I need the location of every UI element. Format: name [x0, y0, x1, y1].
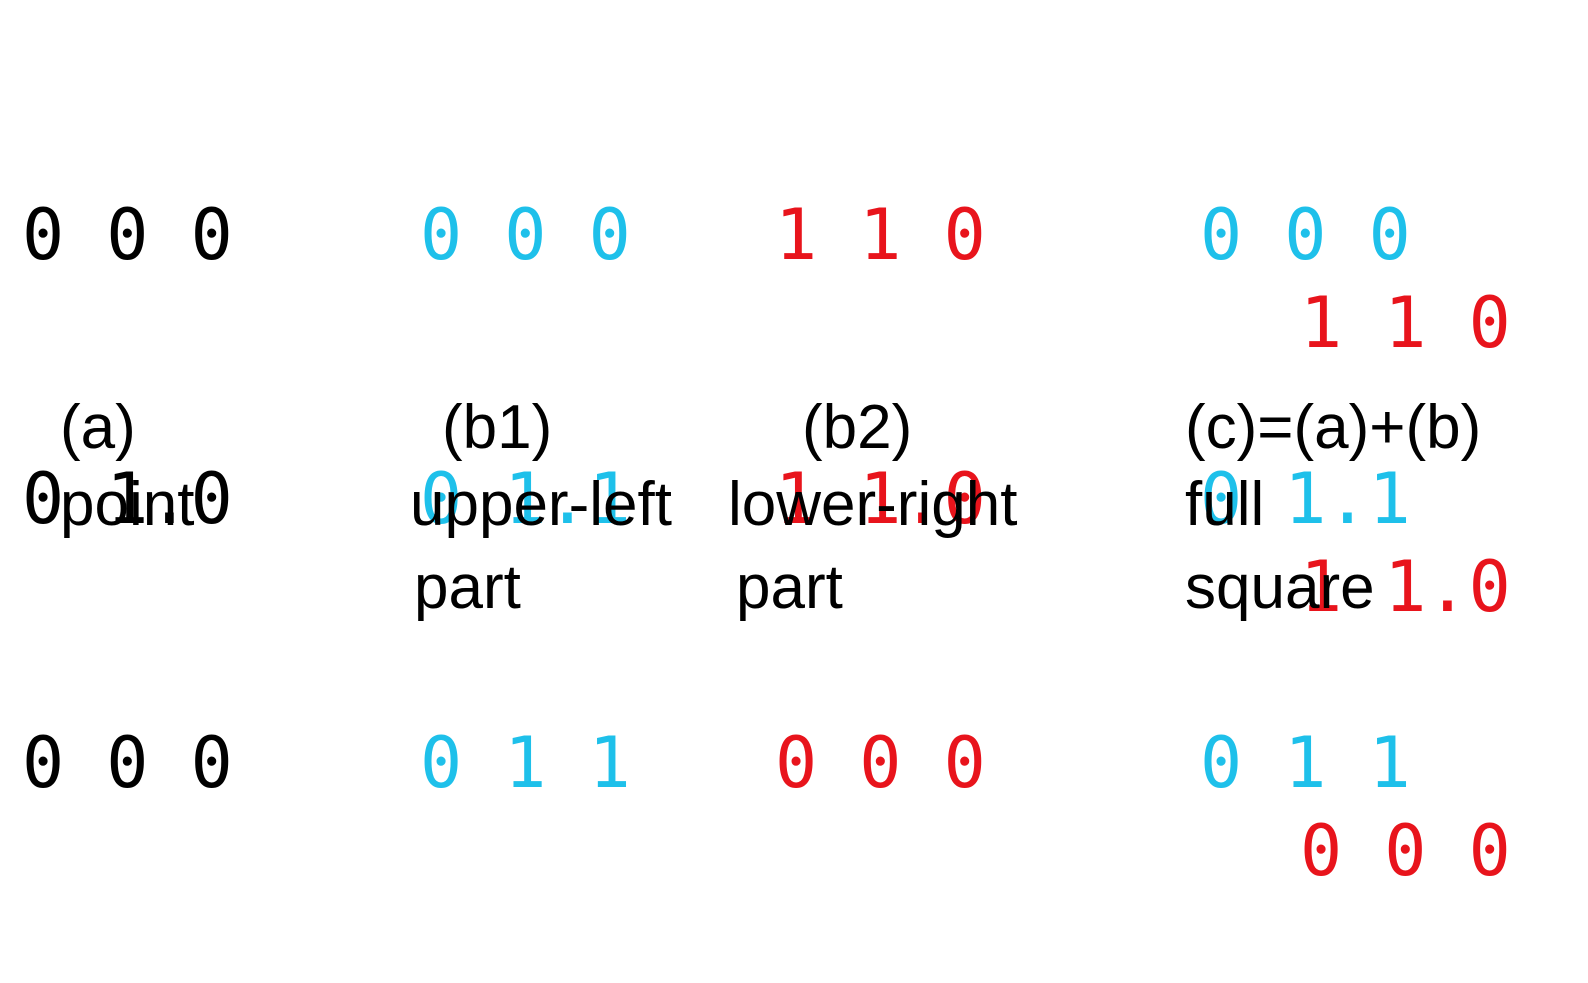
panel-a-caption-1: point [60, 470, 195, 539]
panel-a-row-3: 0 0 0 [22, 722, 233, 804]
panel-b2-caption-2: part [736, 553, 843, 622]
panel-b1-label: (b1) [442, 393, 553, 462]
panel-a-row-1: 0 0 0 [22, 194, 233, 276]
panel-c-red-row-3: 0 0 0 [1300, 810, 1511, 892]
panel-b2-caption-1: lower-right [728, 470, 1018, 539]
panel-b1-row-2: 0 1.1 [420, 458, 631, 540]
panel-b1-row-3: 0 1 1 [420, 722, 631, 804]
panel-a-label: (a) [60, 393, 136, 462]
panel-c-red-grid: 1 1 0 1 1.0 0 0 0 [1300, 103, 1511, 983]
panel-b1-row-1: 0 0 0 [420, 194, 631, 276]
panel-c-blue-row-2: 0 1.1 [1200, 458, 1411, 540]
panel-c-caption-2: square [1185, 553, 1375, 622]
panel-c-red-row-2: 1 1.0 [1300, 546, 1511, 628]
panel-b2-label: (b2) [802, 393, 913, 462]
panel-b2-row-1: 1 1 0 [775, 194, 986, 276]
panel-c-blue-row-1: 0 0 0 [1200, 194, 1411, 276]
panel-b1-caption-2: part [414, 553, 521, 622]
panel-c-label: (c)=(a)+(b) [1185, 393, 1482, 462]
panel-b2-row-2: 1 1.0 [775, 458, 986, 540]
panel-b2-row-3: 0 0 0 [775, 722, 986, 804]
panel-b1-caption-1: upper-left [410, 470, 672, 539]
panel-a-row-2: 0 1.0 [22, 458, 233, 540]
panel-c-caption-1: full [1185, 470, 1265, 539]
panel-c-red-row-1: 1 1 0 [1300, 282, 1511, 364]
